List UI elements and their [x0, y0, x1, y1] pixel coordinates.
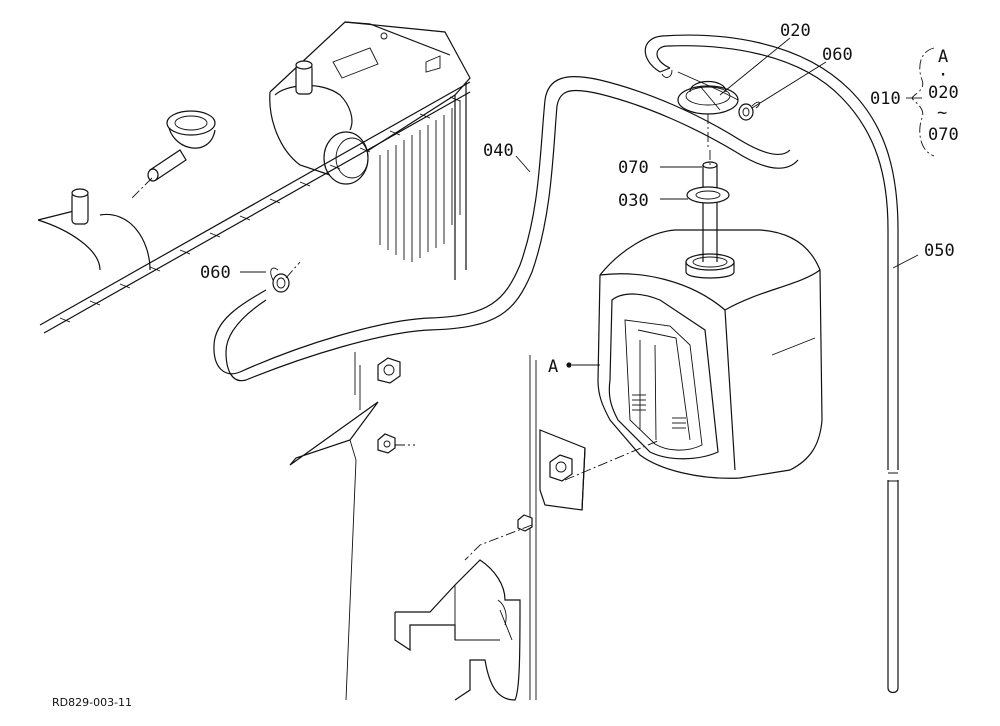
gasket-030 [686, 186, 730, 204]
mounting-bracket [289, 352, 661, 701]
reserve-tank [597, 229, 823, 479]
hose-050 [644, 34, 899, 694]
callout-dot: · [938, 65, 948, 85]
callout-bracket-010 [911, 47, 935, 157]
callout-item-020: 020 [928, 83, 959, 103]
label-part-020: 020 [780, 21, 811, 41]
radiator-assembly [39, 21, 471, 334]
drawing-code: RD829-003-11 [52, 696, 132, 709]
label-part-060-top: 060 [822, 45, 853, 65]
label-part-060-left: 060 [200, 263, 231, 283]
callout-010-contents: A · 020 ~ 070 [928, 47, 959, 145]
pipe-070 [702, 150, 718, 262]
label-part-030: 030 [618, 191, 649, 211]
clamp-060-top [738, 101, 760, 121]
callout-tilde: ~ [937, 103, 947, 123]
left-outlet-stub [37, 188, 151, 271]
tank-cap-020 [677, 80, 739, 150]
label-part-040: 040 [483, 141, 514, 161]
label-part-050: 050 [924, 241, 955, 261]
leader-lines [240, 37, 922, 368]
label-marker-a: A [548, 357, 558, 377]
label-part-010: 010 [870, 89, 901, 109]
label-part-070: 070 [618, 158, 649, 178]
hose-040 [213, 76, 799, 382]
callout-item-070: 070 [928, 125, 959, 145]
callout-item-a: A [938, 47, 948, 67]
inlet-neck [129, 110, 216, 201]
clamp-060-left [270, 261, 301, 293]
